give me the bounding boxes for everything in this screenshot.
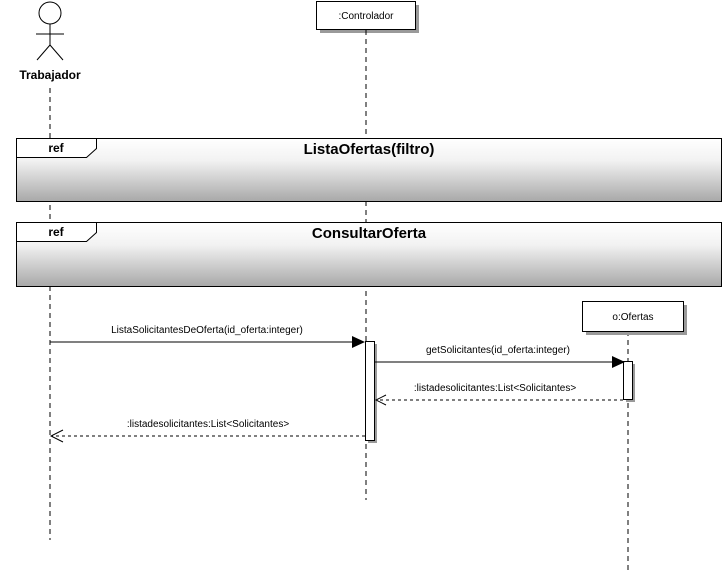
return-listadesolicitantes-1: :listadesolicitantes:List<Solicitantes>: [374, 383, 623, 406]
actor-head-icon: [38, 1, 62, 25]
ref-fragment-listaofertas: ref ListaOfertas(filtro): [16, 138, 722, 202]
activation-bar-controlador: [365, 341, 375, 441]
ref-frame: [16, 138, 722, 202]
participant-controlador: :Controlador: [316, 1, 419, 33]
open-arrowhead-icon: [49, 429, 64, 443]
actor-trabajador: Trabajador: [19, 1, 81, 82]
arrowhead-icon: [612, 356, 625, 368]
ref-fragment-consultaroferta: ref ConsultarOferta: [16, 222, 722, 287]
open-arrowhead-icon: [374, 394, 387, 406]
message-label: :listadesolicitantes:List<Solicitantes>: [414, 383, 576, 394]
message-get-solicitantes: getSolicitantes(id_oferta:integer): [375, 345, 625, 368]
arrowhead-icon: [352, 336, 365, 348]
actor-left-leg: [36, 44, 51, 61]
message-label: getSolicitantes(id_oferta:integer): [426, 345, 570, 356]
ref-frame: [16, 222, 722, 287]
ref-tag-box: [16, 222, 97, 242]
ref-tag-box: [16, 138, 97, 158]
message-lista-solicitantes: ListaSolicitantesDeOferta(id_oferta:inte…: [50, 325, 365, 348]
participant-box: [316, 1, 416, 30]
message-label: :listadesolicitantes:List<Solicitantes>: [127, 419, 289, 430]
actor-right-leg: [49, 44, 64, 61]
actor-label: Trabajador: [19, 68, 81, 82]
ref-title: ConsultarOferta: [312, 225, 427, 242]
participant-label: o:Ofertas: [612, 312, 653, 323]
activation-bar-ofertas: [623, 361, 633, 400]
message-label: ListaSolicitantesDeOferta(id_oferta:inte…: [111, 325, 303, 336]
participant-label: :Controlador: [338, 11, 394, 22]
return-listadesolicitantes-2: :listadesolicitantes:List<Solicitantes>: [49, 419, 365, 443]
ref-tag: ref: [48, 141, 64, 155]
participant-box: [582, 301, 684, 332]
ref-title: ListaOfertas(filtro): [304, 141, 435, 158]
ref-tag: ref: [48, 225, 64, 239]
participant-ofertas: o:Ofertas: [582, 301, 687, 335]
